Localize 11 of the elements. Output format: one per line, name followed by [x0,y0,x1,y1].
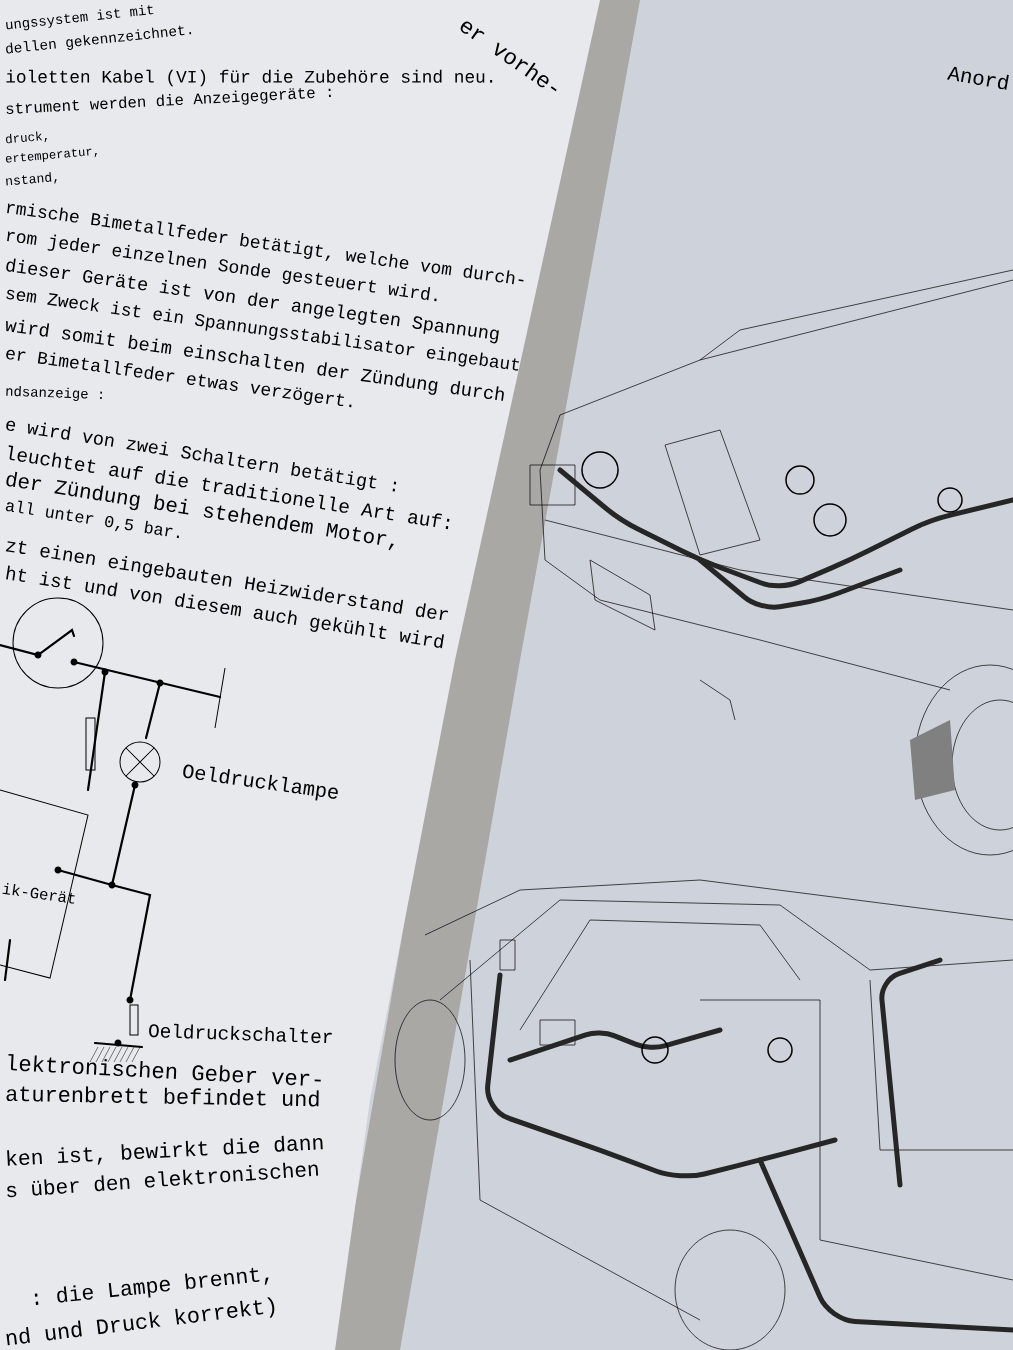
text-line: lektronischen Geber ver- [8,1054,321,1086]
text-line: druck, [6,131,47,144]
text-line: strument werden die Anzeigegeräte : [6,88,331,114]
text-line: aturenbrett befindet und [6,1086,319,1107]
text-line: ndsanzeige : [6,386,102,401]
text-line: ertemperatur, [5,148,97,163]
text-line: ioletten Kabel (VI) für die Zubehöre sind neu. [6,69,493,87]
figure-label: ik-Gerät [2,882,75,904]
figure-label: Oeldruckschalter [149,1023,332,1044]
page-heading: Anord [946,66,1009,90]
text-line: nstand, [6,172,57,186]
